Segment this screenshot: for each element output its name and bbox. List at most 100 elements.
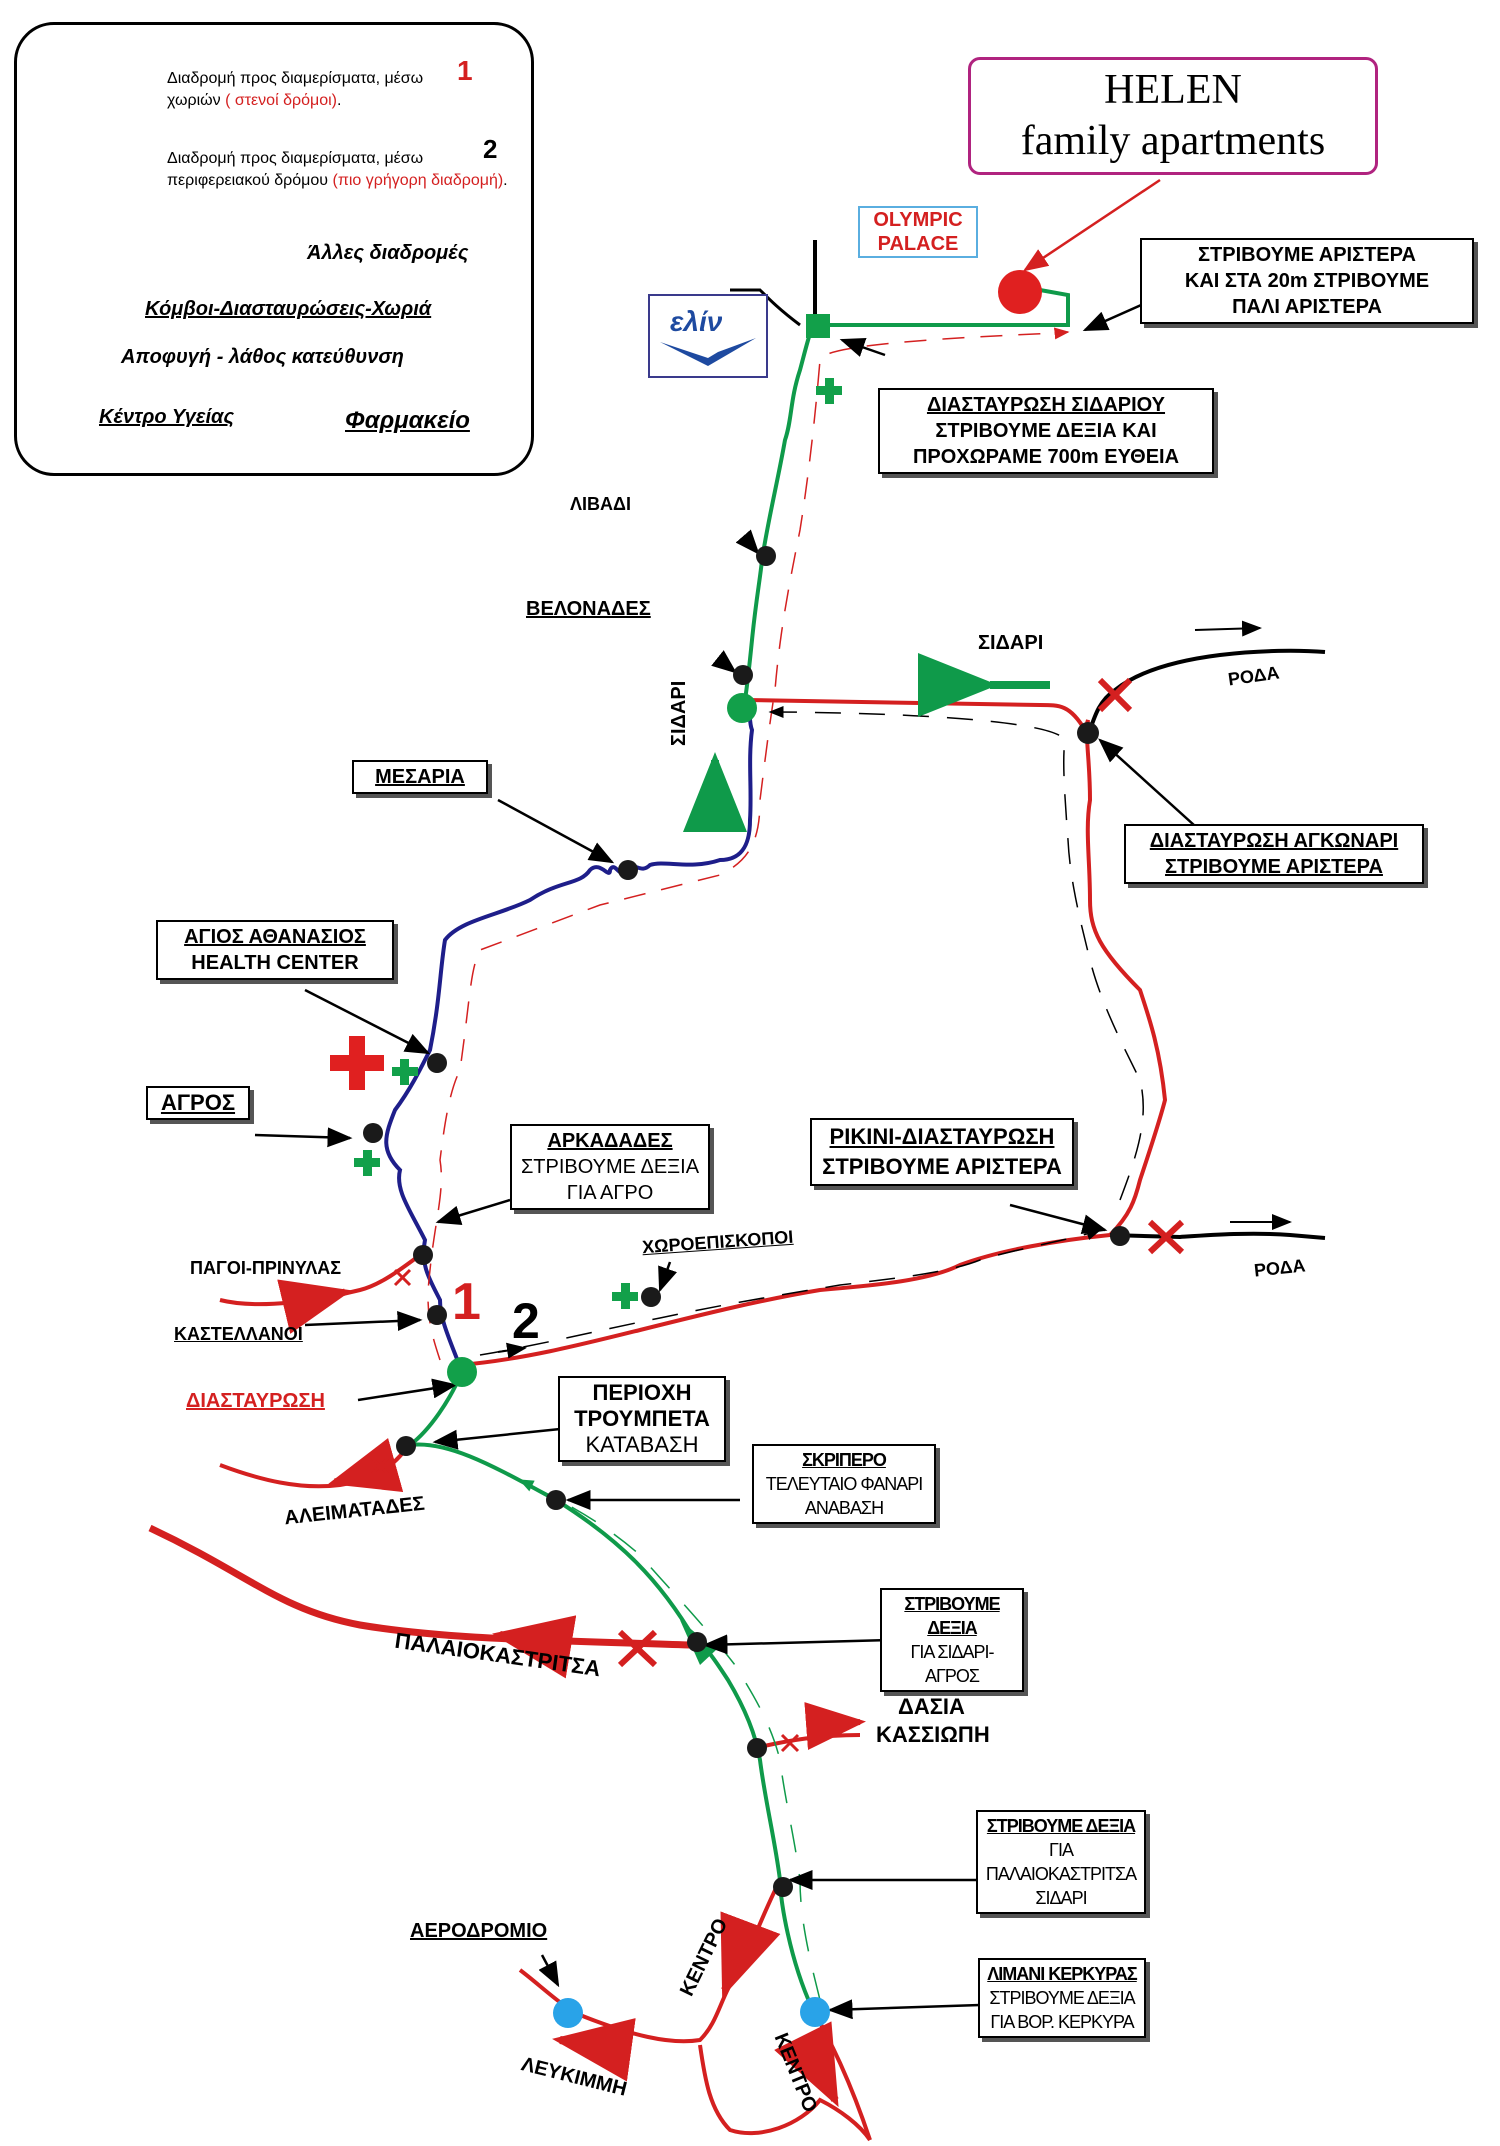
node-agros <box>363 1123 383 1143</box>
node-kastellanoi <box>427 1305 447 1325</box>
legend-route2-number: 2 <box>483 134 498 164</box>
helen-location <box>998 270 1042 314</box>
avoid-marks <box>370 677 1185 1753</box>
box-port: ΛΙΜΑΝΙ ΚΕΡΚΥΡΑΣ ΣΤΡΙΒΟΥΜΕ ΔΕΞΙΑ ΓΙΑ ΒΟΡ.… <box>978 1958 1146 2038</box>
box-troumpeta-line3: ΚΑΤΑΒΑΣΗ <box>585 1432 699 1457</box>
box-rikini-line1: ΡΙΚΙΝΙ-ΔΙΑΣΤΑΥΡΩΣΗ <box>829 1124 1055 1149</box>
legend-route2-line1: Διαδρομή προς διαμερίσματα, μέσω <box>167 150 424 167</box>
node-palaiokastritsa-turn <box>773 1877 793 1897</box>
road-pagoi <box>219 1253 422 1307</box>
label-livadi: ΛΙΒΑΔΙ <box>570 494 631 514</box>
box-rikini: ΡΙΚΙΝΙ-ΔΙΑΣΤΑΥΡΩΣΗ ΣΤΡΙΒΟΥΜΕ ΑΡΙΣΤΕΡΑ <box>810 1118 1074 1186</box>
label-aerodromio: ΑΕΡΟΔΡΟΜΙΟ <box>410 1920 548 1942</box>
legend-nodes: Κόμβοι-Διασταυρώσεις-Χωριά <box>145 298 432 320</box>
box-skripero-line1: ΣΚΡΙΠΕΡΟ <box>802 1450 887 1470</box>
label-dasia: ΔΑΣΙΑ <box>898 1694 965 1719</box>
node-agonari <box>1077 722 1099 744</box>
node-sidari-crossing <box>806 314 830 338</box>
route2-road <box>459 698 1168 1367</box>
box-sidari-junction: ΔΙΑΣΤΑΥΡΩΣΗ ΣΙΔΑΡΙΟΥ ΣΤΡΙΒΟΥΜΕ ΔΕΞΙΑ ΚΑΙ… <box>878 388 1214 474</box>
box-health-center-line2: HEALTH CENTER <box>191 952 359 974</box>
box-sidari-junction-line2: ΣΤΡΙΒΟΥΜΕ ΔΕΞΙΑ ΚΑΙ <box>935 420 1157 442</box>
box-turn-left-20m-line1: ΣΤΡΙΒΟΥΜΕ ΑΡΙΣΤΕΡΑ <box>1198 244 1416 266</box>
route1-arrows <box>427 327 1070 1361</box>
node-sidari-junction <box>727 693 757 723</box>
node-mesaria <box>618 860 638 880</box>
callout-arrows <box>254 178 1206 2020</box>
box-rikini-line2: ΣΤΡΙΒΟΥΜΕ ΑΡΙΣΤΕΡΑ <box>822 1154 1062 1179</box>
box-sidari-junction-line3: ΠΡΟΧΩΡΑΜΕ 700m ΕΥΘΕΙΑ <box>912 446 1180 468</box>
olympic-palace-label: OLYMPIC PALACE <box>858 206 978 258</box>
road-top-elin <box>730 288 801 327</box>
box-health-center-line1: ΑΓΙΟΣ ΑΘΑΝΑΣΙΟΣ <box>184 926 366 948</box>
node-arkadades <box>413 1245 433 1265</box>
legend-route1-line1: Διαδρομή προς διαμερίσματα, μέσω <box>167 70 424 87</box>
green-road-north <box>743 288 1070 701</box>
box-port-line2: ΣΤΡΙΒΟΥΜΕ ΔΕΞΙΑ <box>989 1988 1135 2008</box>
legend-pharmacy: Φαρμακείο <box>345 407 470 434</box>
elin-logo: ελίν <box>648 294 768 378</box>
node-agios-athanasios <box>427 1053 447 1073</box>
box-turn-left-20m-line3: ΠΑΛΙ ΑΡΙΣΤΕΡΑ <box>1232 296 1382 318</box>
node-rikini <box>1110 1226 1130 1246</box>
pharmacy-icons <box>354 378 842 1309</box>
box-turn-right-palaiokastritsa-line2: ΓΙΑ ΠΑΛΑΙΟΚΑΣΤΡΙΤΣΑ <box>985 1840 1137 1884</box>
route2-arrows <box>479 1228 1102 1356</box>
box-port-line3: ΓΙΑ ΒΟΡ. ΚΕΡΚΥΡΑ <box>990 2012 1134 2032</box>
box-mesaria: ΜΕΣΑΡΙΑ <box>352 760 488 794</box>
label-pagoi: ΠΑΓΟΙ-ΠΡΙΝΥΛΑΣ <box>190 1258 341 1278</box>
box-turn-right-palaiokastritsa-line3: ΣΙΔΑΡΙ <box>1035 1888 1087 1908</box>
road-kentro <box>698 2044 872 2142</box>
node-port <box>800 1997 830 2027</box>
helen-subtitle: family apartments <box>1020 118 1326 164</box>
node-skripero <box>546 1490 566 1510</box>
node-diastavrosi <box>447 1357 477 1387</box>
box-agros: ΑΓΡΟΣ <box>146 1086 250 1120</box>
node-dasia <box>747 1738 767 1758</box>
big-arrows <box>277 620 1292 2108</box>
nodes <box>363 270 1130 2028</box>
box-turn-left-20m-line2: ΚΑΙ ΣΤΑ 20m ΣΤΡΙΒΟΥΜΕ <box>1184 270 1430 292</box>
route-number-2: 2 <box>512 1293 540 1349</box>
node-choroepiskopoi <box>641 1287 661 1307</box>
box-troumpeta-line2: ΤΡΟΥΜΠΕΤΑ <box>574 1406 710 1431</box>
label-sidari-vertical: ΣΙΔΑΡΙ <box>668 681 691 746</box>
box-agonari-line1: ΔΙΑΣΤΑΥΡΩΣΗ ΑΓΚΩΝΑΡΙ <box>1149 830 1399 852</box>
box-port-line1: ΛΙΜΑΝΙ ΚΕΡΚΥΡΑΣ <box>987 1964 1138 1984</box>
node-airport <box>553 1998 583 2028</box>
box-agros-text: ΑΓΡΟΣ <box>160 1090 236 1115</box>
box-sidari-junction-line1: ΔΙΑΣΤΑΥΡΩΣΗ ΣΙΔΑΡΙΟΥ <box>926 394 1166 416</box>
box-mesaria-text: ΜΕΣΑΡΙΑ <box>375 766 465 788</box>
box-skripero: ΣΚΡΙΠΕΡΟ ΤΕΛΕΥΤΑΙΟ ΦΑΝΑΡΙ ΑΝΑΒΑΣΗ <box>752 1444 936 1524</box>
box-troumpeta-line1: ΠΕΡΙΟΧΗ <box>592 1380 692 1405</box>
box-troumpeta: ΠΕΡΙΟΧΗ ΤΡΟΥΜΠΕΤΑ ΚΑΤΑΒΑΣΗ <box>558 1376 726 1462</box>
node-velonades <box>733 665 753 685</box>
road-roda-bottom <box>1109 1231 1326 1240</box>
box-turn-left-20m: ΣΤΡΙΒΟΥΜΕ ΑΡΙΣΤΕΡΑ ΚΑΙ ΣΤΑ 20m ΣΤΡΙΒΟΥΜΕ… <box>1140 238 1474 324</box>
legend: Διαδρομή προς διαμερίσματα, μέσω χωριών … <box>14 22 534 476</box>
box-turn-right-sidari-agros: ΣΤΡΙΒΟΥΜΕ ΔΕΞΙΑ ΓΙΑ ΣΙΔΑΡΙ-ΑΓΡΟΣ <box>880 1588 1024 1692</box>
box-turn-right-sidari-agros-line1: ΣΤΡΙΒΟΥΜΕ ΔΕΞΙΑ <box>904 1594 1000 1638</box>
node-livadi <box>756 546 776 566</box>
box-skripero-line3: ΑΝΑΒΑΣΗ <box>804 1498 884 1518</box>
node-troumpeta <box>396 1436 416 1456</box>
label-kastellanoi: ΚΑΣΤΕΛΛΑΝΟΙ <box>174 1324 303 1344</box>
legend-route1-line2: χωριών ( στενοί δρόμοι). <box>167 92 342 109</box>
legend-other-routes: Άλλες διαδρομές <box>307 242 469 264</box>
helen-apartments-box: HELEN family apartments <box>968 57 1378 175</box>
legend-health-center: Κέντρο Υγείας <box>99 406 235 428</box>
helen-title: HELEN <box>1104 67 1242 113</box>
road-dasia <box>754 1733 861 1750</box>
road-palaiokastritsa <box>148 1524 691 1649</box>
box-turn-right-palaiokastritsa-line1: ΣΤΡΙΒΟΥΜΕ ΔΕΞΙΑ <box>986 1816 1136 1836</box>
box-health-center: ΑΓΙΟΣ ΑΘΑΝΑΣΙΟΣ HEALTH CENTER <box>156 920 394 980</box>
box-arkadades-line1: ΑΡΚΑΔΑΔΕΣ <box>547 1130 673 1152</box>
box-skripero-line2: ΤΕΛΕΥΤΑΙΟ ΦΑΝΑΡΙ <box>765 1474 924 1494</box>
route1-villages <box>384 698 755 1373</box>
node-turn-right <box>687 1632 707 1652</box>
box-turn-right-palaiokastritsa: ΣΤΡΙΒΟΥΜΕ ΔΕΞΙΑ ΓΙΑ ΠΑΛΑΙΟΚΑΣΤΡΙΤΣΑ ΣΙΔΑ… <box>976 1810 1146 1914</box>
box-agonari-line2: ΣΤΡΙΒΟΥΜΕ ΑΡΙΣΤΕΡΑ <box>1165 856 1383 878</box>
olympic-line2: PALACE <box>877 233 959 255</box>
label-kassiopi: ΚΑΣΣΙΩΠΗ <box>876 1722 990 1747</box>
olympic-line1: OLYMPIC <box>873 209 963 231</box>
